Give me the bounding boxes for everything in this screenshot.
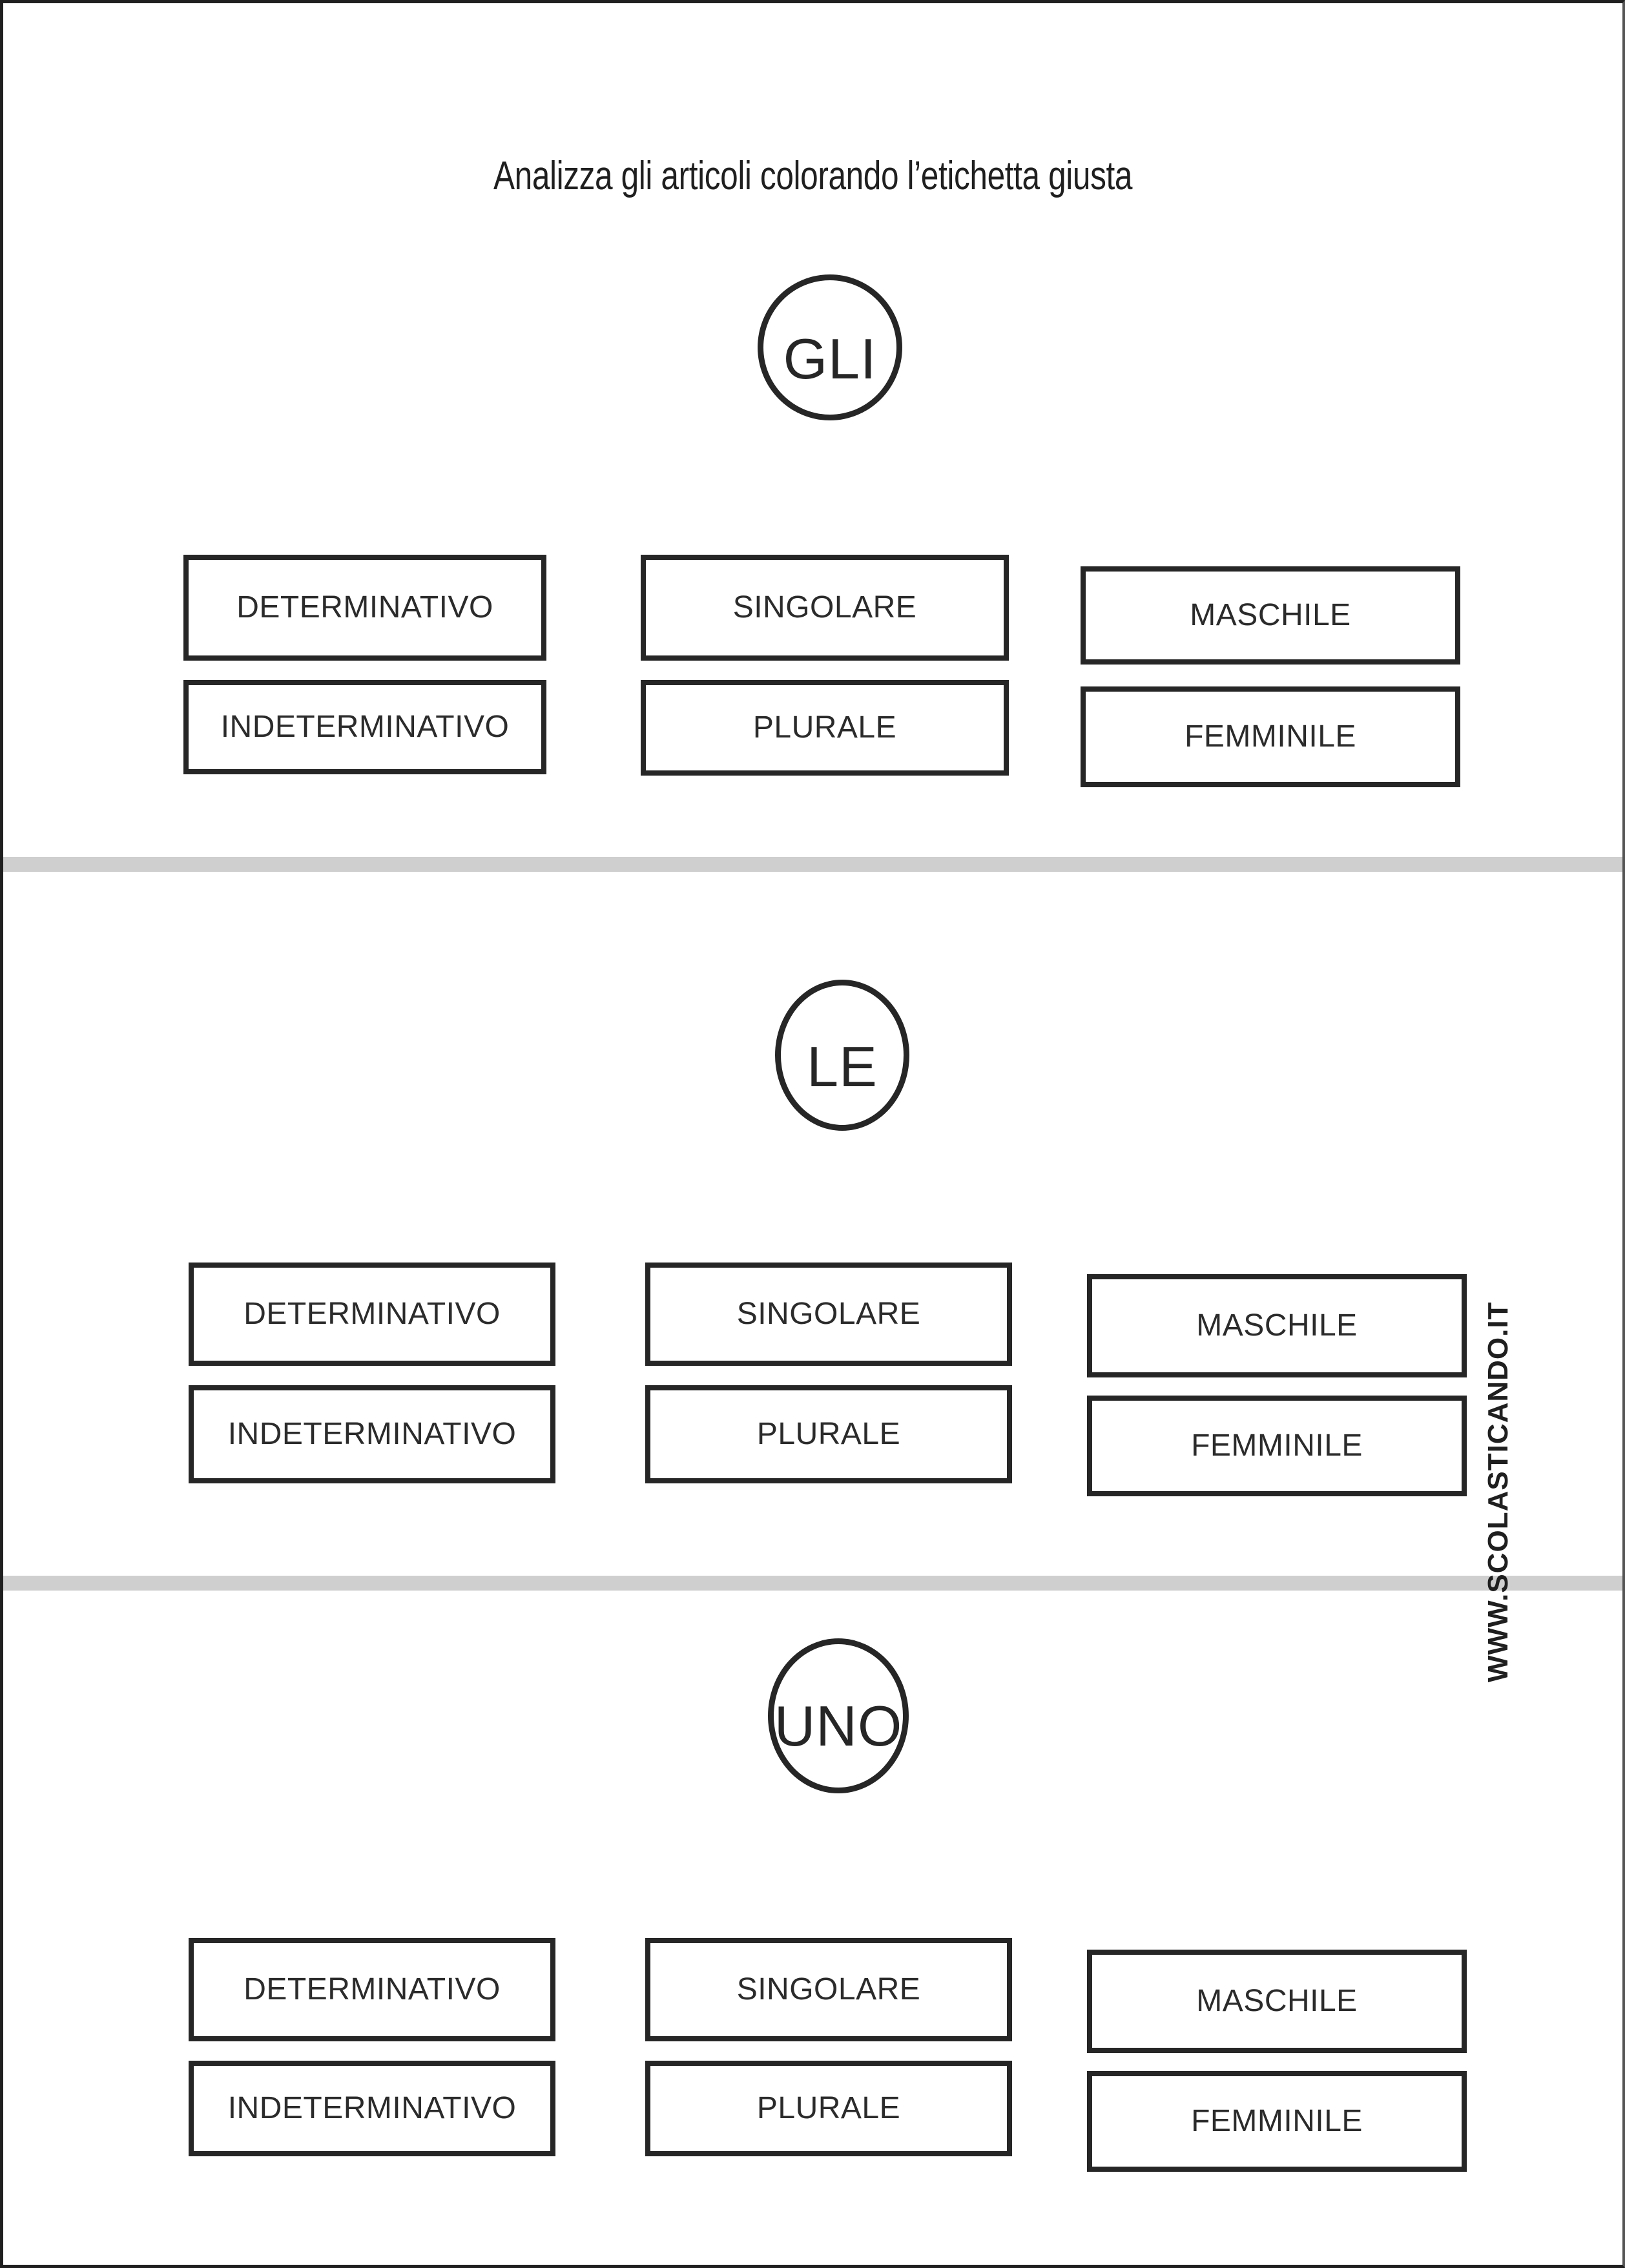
option-box-indeterminativo-3[interactable]: INDETERMINATIVO	[189, 2061, 555, 2156]
option-label: PLURALE	[756, 2091, 901, 2125]
option-box-indeterminativo-1[interactable]: INDETERMINATIVO	[183, 680, 546, 774]
article-bubble-uno: UNO	[768, 1638, 909, 1793]
option-label: MASCHILE	[1196, 1984, 1358, 2018]
option-box-femminile-3[interactable]: FEMMINILE	[1087, 2071, 1467, 2172]
option-box-plurale-2[interactable]: PLURALE	[645, 1385, 1012, 1483]
site-watermark: WWW.SCOLASTICANDO.IT	[1482, 1301, 1514, 1683]
option-box-femminile-2[interactable]: FEMMINILE	[1087, 1396, 1467, 1496]
option-box-singolare-3[interactable]: SINGOLARE	[645, 1938, 1012, 2041]
article-label: UNO	[774, 1694, 903, 1758]
option-box-femminile-1[interactable]: FEMMINILE	[1081, 686, 1460, 787]
option-box-singolare-2[interactable]: SINGOLARE	[645, 1263, 1012, 1366]
option-label: PLURALE	[752, 710, 897, 745]
option-box-maschile-3[interactable]: MASCHILE	[1087, 1950, 1467, 2053]
article-bubble-gli: GLI	[758, 274, 902, 420]
option-label: FEMMINILE	[1191, 1428, 1363, 1463]
option-label: MASCHILE	[1196, 1308, 1358, 1343]
option-box-determinativo-1[interactable]: DETERMINATIVO	[183, 555, 546, 661]
option-label: INDETERMINATIVO	[227, 1417, 517, 1451]
option-label: MASCHILE	[1190, 598, 1351, 632]
section-divider-1	[3, 857, 1622, 872]
option-label: DETERMINATIVO	[236, 590, 493, 624]
option-box-singolare-1[interactable]: SINGOLARE	[641, 555, 1009, 661]
article-label: LE	[807, 1035, 878, 1098]
section-divider-2	[3, 1576, 1622, 1591]
article-bubble-le: LE	[775, 980, 909, 1131]
option-label: DETERMINATIVO	[243, 1297, 501, 1331]
page-title: Analizza gli articoli colorando l’etiche…	[493, 154, 1133, 198]
option-label: SINGOLARE	[736, 1297, 921, 1331]
option-box-plurale-3[interactable]: PLURALE	[645, 2061, 1012, 2156]
option-box-plurale-1[interactable]: PLURALE	[641, 680, 1009, 776]
article-label: GLI	[783, 327, 877, 391]
option-label: FEMMINILE	[1185, 719, 1356, 754]
option-box-maschile-1[interactable]: MASCHILE	[1081, 566, 1460, 665]
option-label: PLURALE	[756, 1417, 901, 1451]
option-label: INDETERMINATIVO	[227, 2091, 517, 2125]
option-box-maschile-2[interactable]: MASCHILE	[1087, 1274, 1467, 1377]
option-label: INDETERMINATIVO	[220, 710, 510, 744]
option-box-determinativo-2[interactable]: DETERMINATIVO	[189, 1263, 555, 1366]
option-label: DETERMINATIVO	[243, 1972, 501, 2006]
option-label: SINGOLARE	[732, 590, 917, 624]
option-box-determinativo-3[interactable]: DETERMINATIVO	[189, 1938, 555, 2041]
option-label: FEMMINILE	[1191, 2104, 1363, 2138]
option-box-indeterminativo-2[interactable]: INDETERMINATIVO	[189, 1385, 555, 1483]
option-label: SINGOLARE	[736, 1972, 921, 2006]
